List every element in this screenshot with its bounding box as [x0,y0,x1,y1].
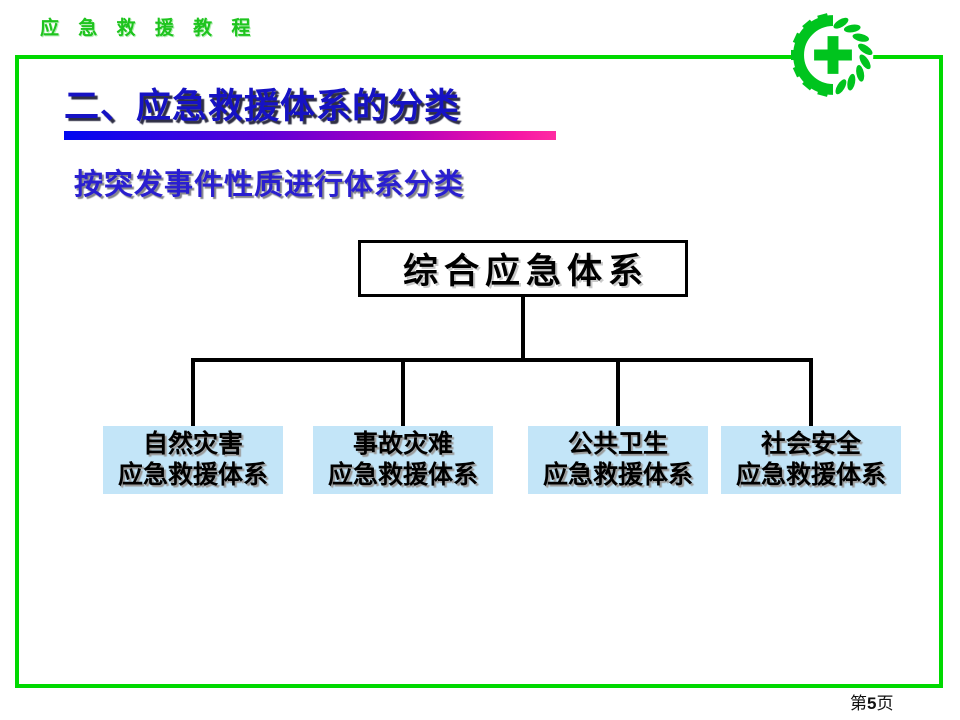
slide-content-border [15,55,943,688]
connector-stem-line [521,297,525,359]
leaf-label-line1: 事故灾难 [352,429,453,458]
diagram-root-node: 综合应急体系 [358,240,688,297]
leaf-label-line2: 应急救援体系 [117,461,268,489]
leaf-label-line1: 社会安全 [760,429,861,458]
connector-drop-line [809,358,813,426]
title-underline-gradient-bar [64,131,556,140]
leaf-label-line1: 公共卫生 [567,429,668,458]
diagram-leaf-natural-disaster: 自然灾害 应急救援体系 [103,426,283,494]
connector-horizontal-line [191,358,811,362]
slide-title: 二、应急救援体系的分类 [64,87,461,126]
connector-drop-line [401,358,405,426]
connector-drop-line [616,358,620,426]
page-number: 第5页 [850,689,893,714]
diagram-leaf-accident-disaster: 事故灾难 应急救援体系 [313,426,493,494]
work-safety-emblem-icon [791,13,875,97]
diagram-leaf-public-health: 公共卫生 应急救援体系 [528,426,708,494]
leaf-label-line2: 应急救援体系 [542,461,693,489]
course-header-label: 应 急 救 援 教 程 [40,18,258,39]
leaf-label-line2: 应急救援体系 [327,461,478,489]
diagram-leaf-social-security: 社会安全 应急救援体系 [721,426,901,494]
leaf-label-line1: 自然灾害 [142,429,243,458]
page-number-suffix: 页 [876,694,894,713]
page-number-value: 5 [867,694,877,713]
connector-drop-line [191,358,195,426]
slide-subtitle: 按突发事件性质进行体系分类 [74,169,465,201]
leaf-label-line2: 应急救援体系 [735,461,886,489]
page-number-prefix: 第 [850,694,867,713]
